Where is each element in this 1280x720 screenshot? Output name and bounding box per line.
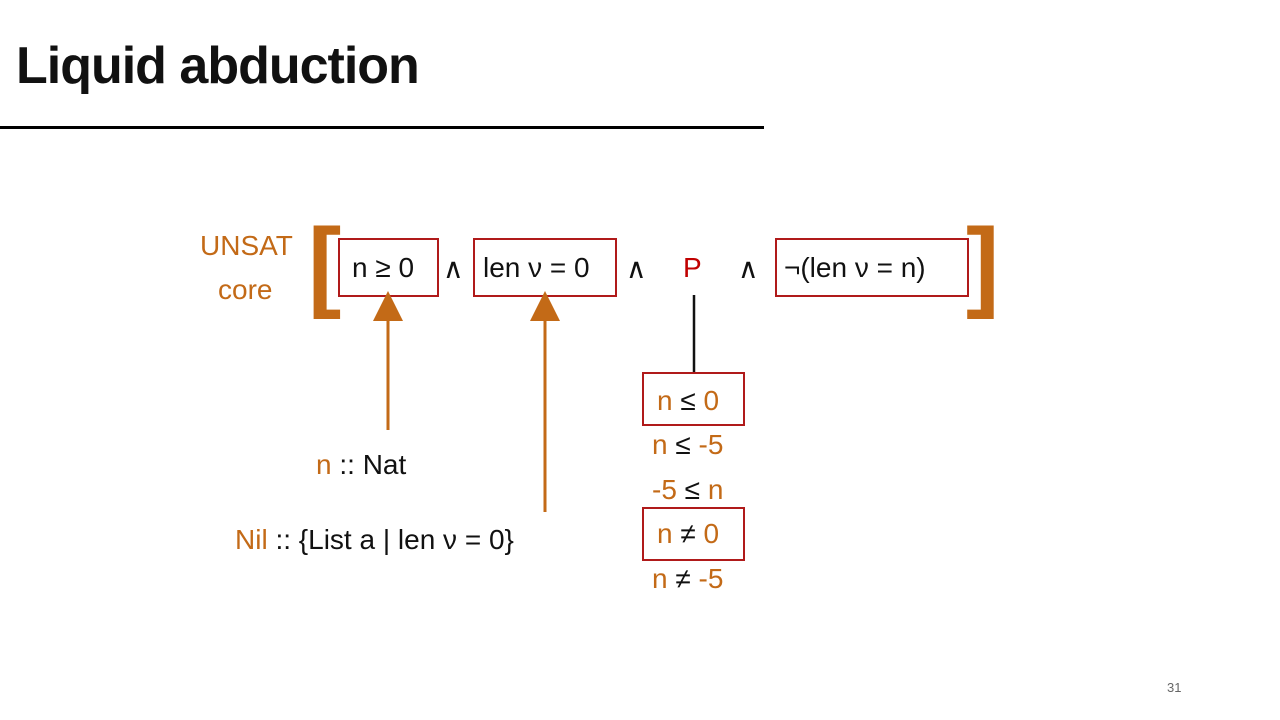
candidate-n-neq-neg5: n ≠ -5 <box>652 563 724 594</box>
candidate-n-leq-neg5: n ≤ -5 <box>652 429 724 460</box>
formula-term-n-geq-0: n ≥ 0 <box>352 252 415 283</box>
candidate-n-leq-0: n ≤ 0 <box>657 385 720 416</box>
and-operator-1: ∧ <box>443 253 464 284</box>
source-nil-name: Nil <box>235 524 268 555</box>
candidate-n-neq-0: n ≠ 0 <box>657 518 720 549</box>
candidate-neg5-leq-n: -5 ≤ n <box>652 474 724 505</box>
source-nat-type: :: Nat <box>331 449 407 480</box>
candidate-3-box <box>642 507 745 561</box>
formula-term-len-v-eq-0: len ν = 0 <box>483 252 590 283</box>
term3-box <box>775 238 969 297</box>
source-nil-type: :: {List a | len ν = 0} <box>267 524 514 555</box>
and-operator-2: ∧ <box>626 253 647 284</box>
source-nat-annotation: n :: Nat <box>316 449 406 481</box>
page-number: 31 <box>1167 680 1182 695</box>
title-underline <box>0 126 764 129</box>
close-bracket: ] <box>966 208 1000 320</box>
candidate-0-box <box>642 372 745 426</box>
source-nil-annotation: Nil :: {List a | len ν = 0} <box>235 524 514 556</box>
formula-term-not-len-v-eq-n: ¬(len ν = n) <box>784 252 926 283</box>
slide-title: Liquid abduction <box>16 37 420 95</box>
unsat-label-line2: core <box>218 274 273 305</box>
source-nat-name: n <box>316 449 332 480</box>
unsat-label-line1: UNSAT <box>200 230 293 261</box>
and-operator-3: ∧ <box>738 253 759 284</box>
placeholder-p: P <box>683 252 702 283</box>
open-bracket: [ <box>308 208 342 320</box>
